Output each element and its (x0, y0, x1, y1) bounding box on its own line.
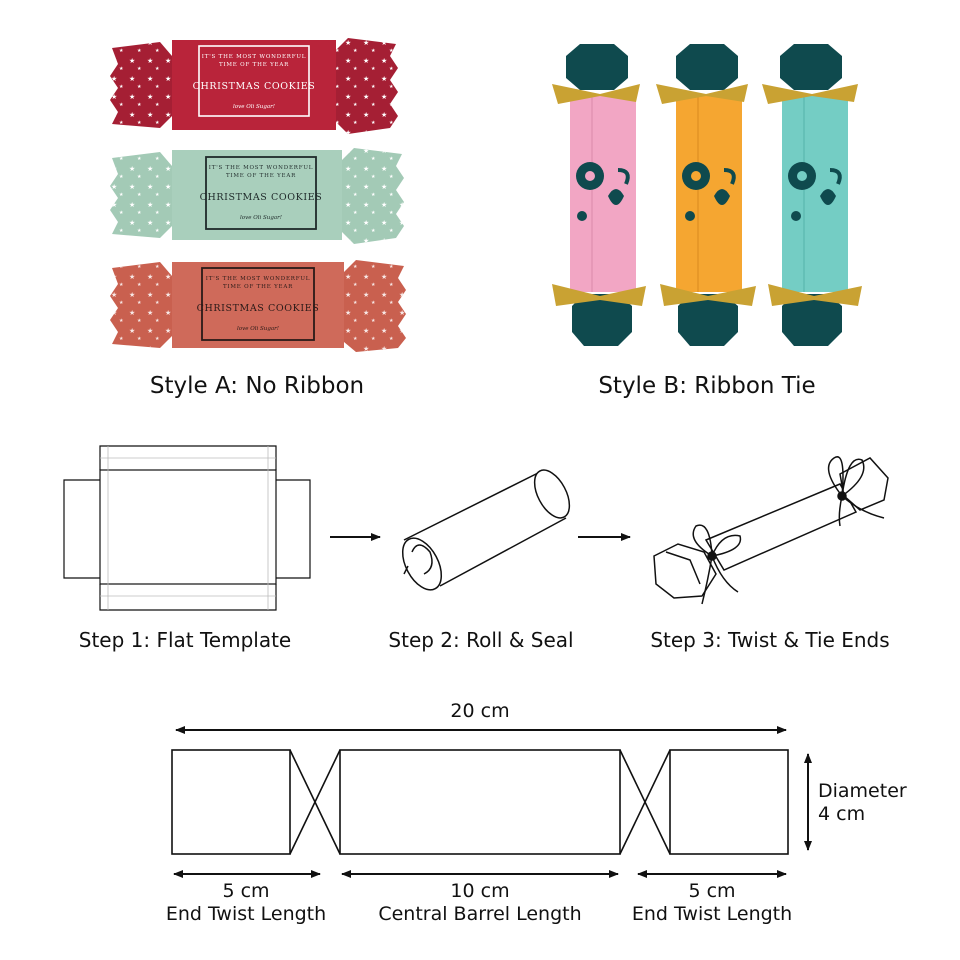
cracker-mint-label: IT'S THE MOST WONDERFUL TIME OF THE YEAR… (200, 165, 323, 221)
left-end-label: End Twist Length (165, 903, 327, 925)
cracker-red-label: IT'S THE MOST WONDERFUL TIME OF THE YEAR… (193, 54, 316, 110)
label-line-2: TIME OF THE YEAR (223, 284, 293, 290)
total-length-value: 20 cm (450, 700, 510, 722)
step-1-label: Step 1: Flat Template (78, 628, 292, 652)
style-b-photo (552, 44, 862, 346)
right-end-section (669, 749, 789, 855)
diameter-label-text: Diameter (818, 780, 907, 802)
left-twist (289, 749, 341, 855)
label-line-2: TIME OF THE YEAR (219, 62, 289, 68)
diameter-value: 4 cm (818, 803, 866, 825)
style-a-caption: Style A: No Ribbon (149, 373, 365, 399)
style-a-photo (110, 38, 406, 352)
label-title: CHRISTMAS COOKIES (197, 303, 320, 314)
left-end-dimension: 5 cm End Twist Length (166, 880, 326, 926)
label-line-1: IT'S THE MOST WONDERFUL (206, 276, 310, 282)
label-line-2: TIME OF THE YEAR (226, 173, 296, 179)
step-2-label: Step 2: Roll & Seal (388, 628, 574, 652)
left-end-value: 5 cm (222, 880, 270, 902)
style-b-caption: Style B: Ribbon Tie (598, 373, 816, 399)
label-line-1: IT'S THE MOST WONDERFUL (202, 54, 306, 60)
right-end-dimension: 5 cm End Twist Length (632, 880, 792, 926)
step-3-label: Step 3: Twist & Tie Ends (650, 628, 890, 652)
dimension-drawing (171, 749, 789, 855)
label-signature: love Oli Sugar! (237, 326, 279, 332)
barrel-value: 10 cm (450, 880, 510, 902)
cracker-red (110, 38, 398, 134)
flat-template-drawing (63, 445, 311, 611)
barrel-dimension: 10 cm Central Barrel Length (378, 880, 581, 926)
tied-cracker-drawing (653, 456, 889, 605)
cracker-pink (552, 44, 646, 346)
cracker-orange (656, 44, 756, 346)
cracker-coral-label: IT'S THE MOST WONDERFUL TIME OF THE YEAR… (197, 276, 320, 332)
left-end-section (171, 749, 291, 855)
label-title: CHRISTMAS COOKIES (200, 192, 323, 203)
rolled-tube-drawing (401, 469, 571, 591)
label-signature: love Oli Sugar! (240, 215, 282, 221)
cracker-mint (110, 148, 404, 244)
cracker-coral (110, 260, 406, 352)
label-signature: love Oli Sugar! (233, 104, 275, 110)
central-barrel-section (339, 749, 621, 855)
diameter-label: Diameter 4 cm (818, 780, 907, 826)
label-title: CHRISTMAS COOKIES (193, 81, 316, 92)
right-end-value: 5 cm (688, 880, 736, 902)
barrel-label: Central Barrel Length (378, 903, 582, 925)
right-end-label: End Twist Length (631, 903, 793, 925)
label-line-1: IT'S THE MOST WONDERFUL (209, 165, 313, 171)
cracker-teal (762, 44, 862, 346)
right-twist (619, 749, 671, 855)
